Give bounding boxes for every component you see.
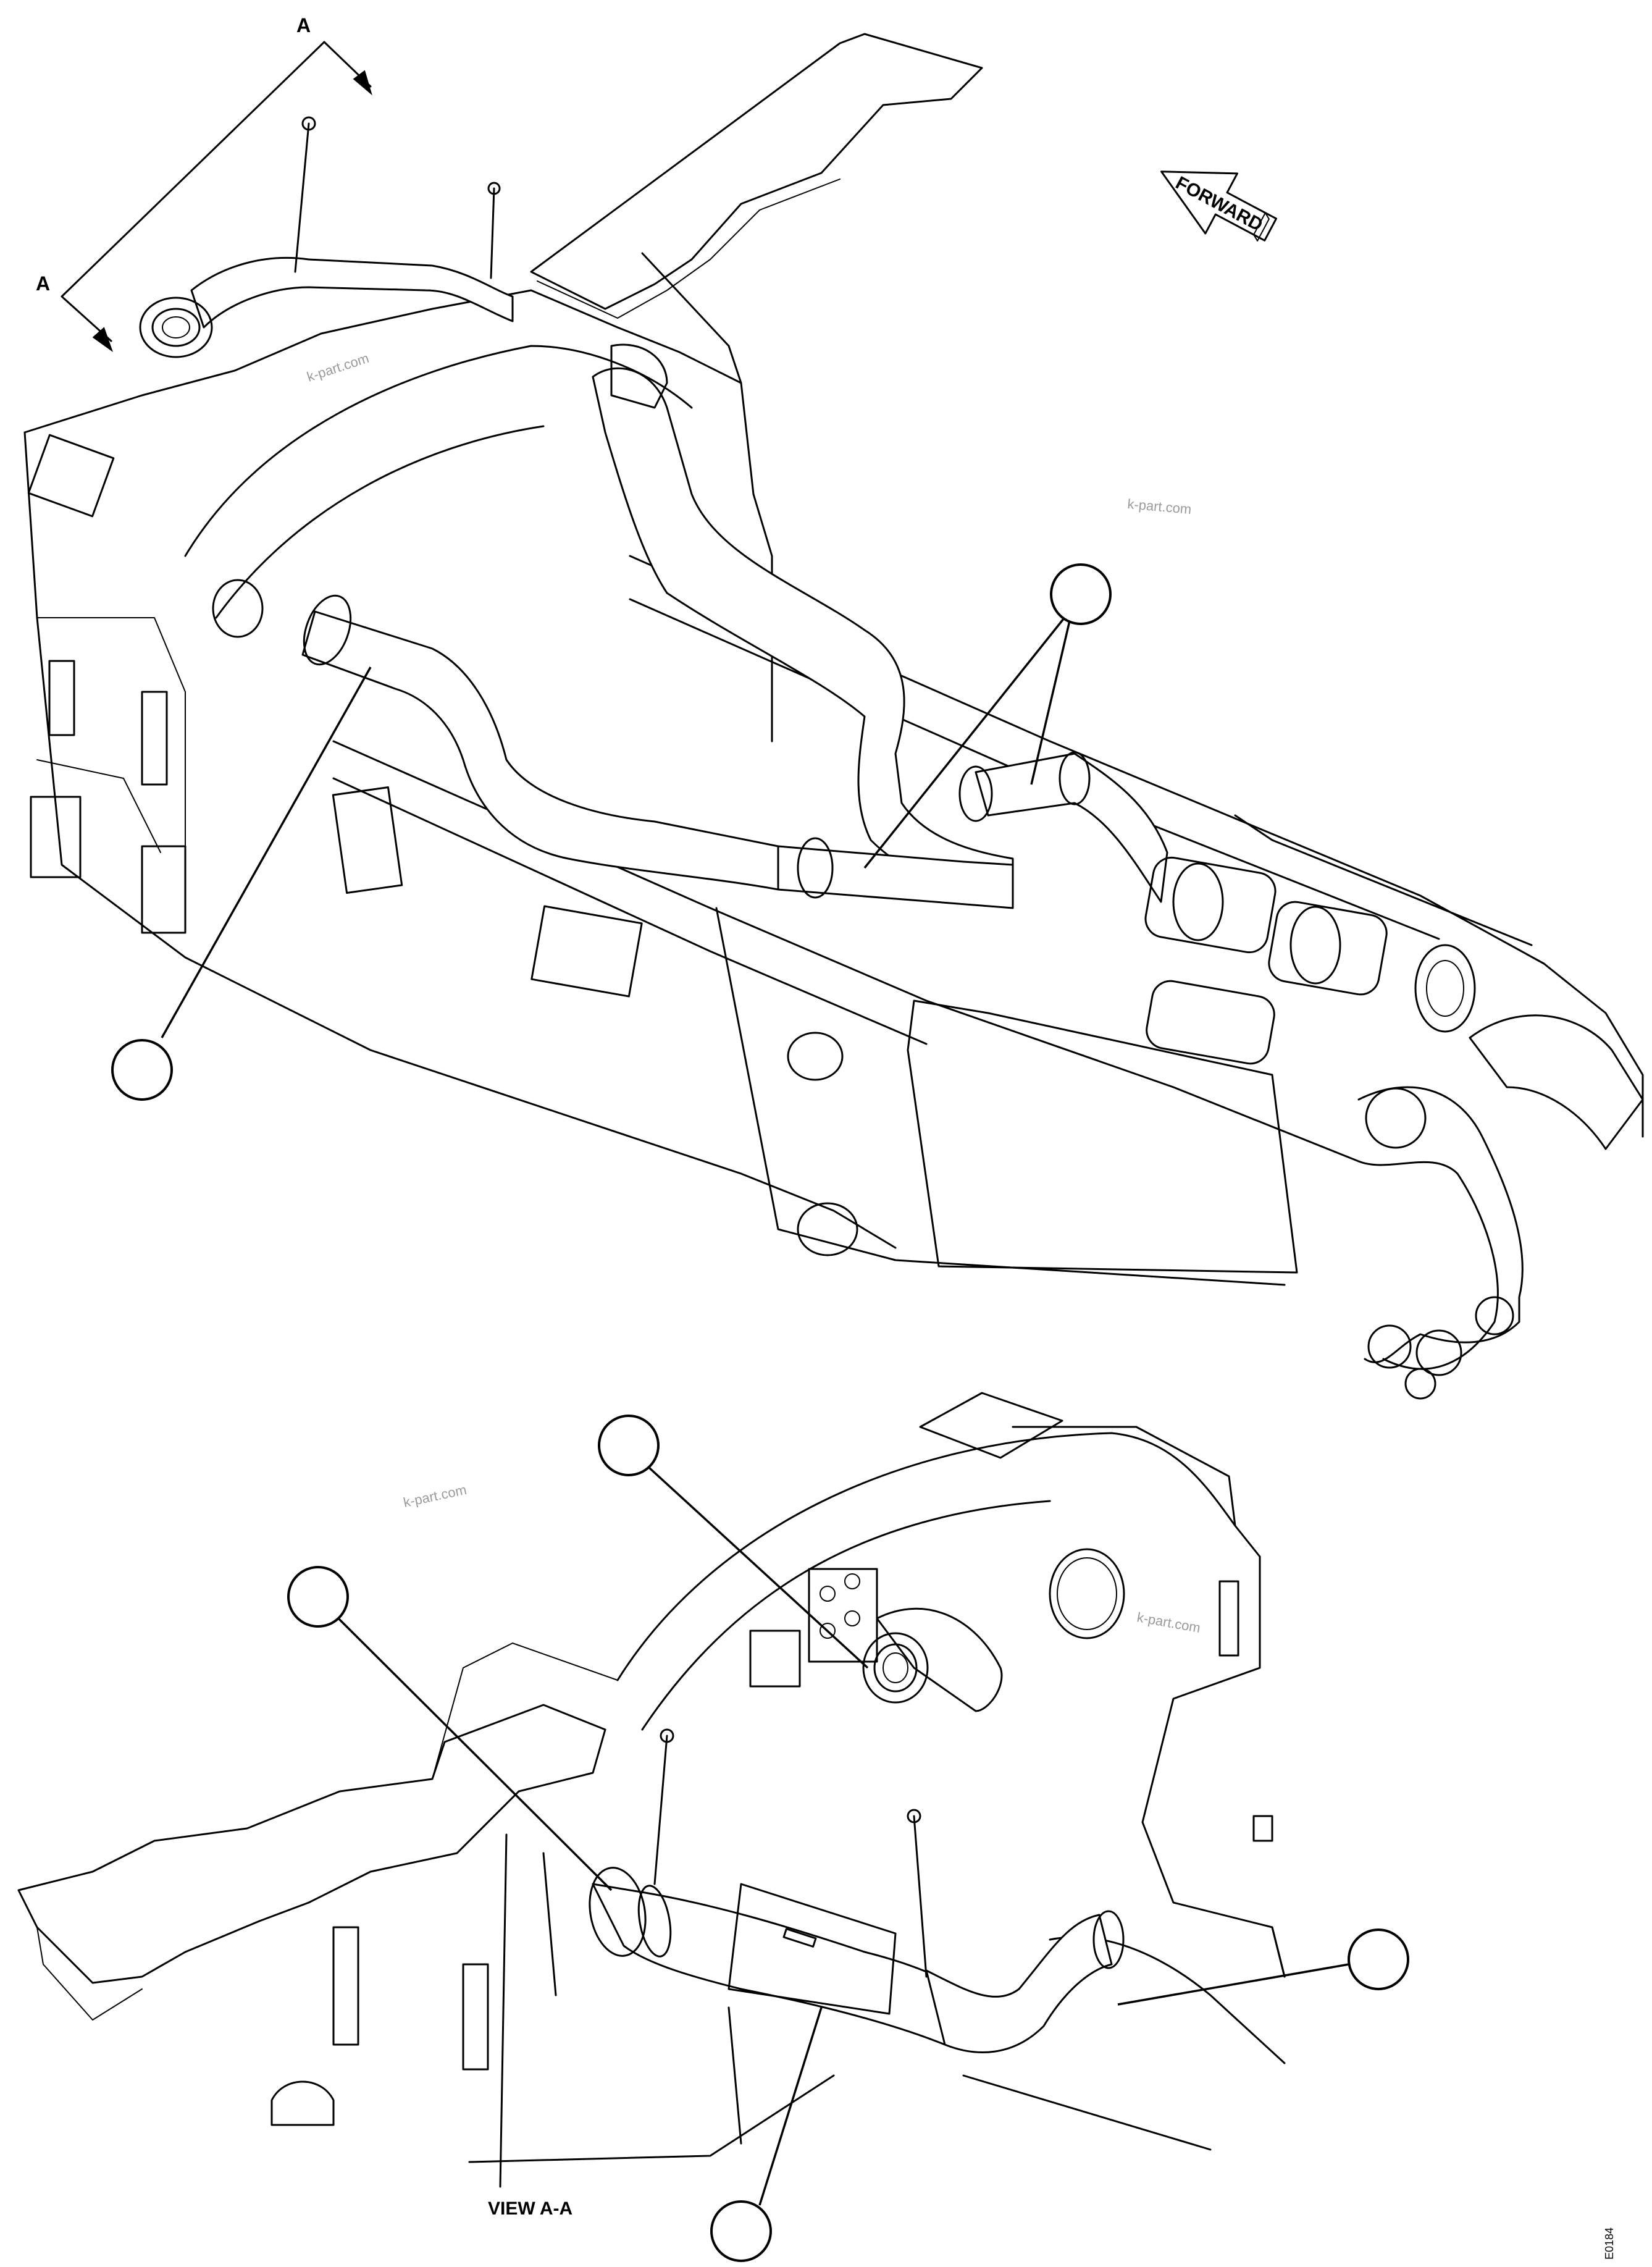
callout-top-left: [111, 667, 372, 1101]
cover-plate-view-aa: [17, 1704, 606, 1984]
arrow-head-icon: [353, 70, 372, 96]
pipe-end-flange: [139, 297, 213, 358]
forward-label: FORWARD: [1172, 172, 1266, 235]
watermark: k-part.com: [1136, 1609, 1202, 1636]
cover-plate: [530, 33, 983, 310]
aftertreatment-canisters: [1144, 856, 1476, 1065]
main-frame: [23, 252, 1644, 1370]
callout-top-right: [863, 563, 1112, 869]
arrow-head-icon: [92, 327, 113, 352]
callout-aa-bottom: [710, 2007, 823, 2262]
watermark: k-part.com: [402, 1482, 468, 1510]
frame-opening: [1049, 1548, 1125, 1639]
side-access-panel: [907, 999, 1298, 1274]
exhaust-pipe-top: [139, 257, 1168, 909]
forward-arrow: FORWARD: [1160, 170, 1278, 242]
view-a-a: VIEW A-A: [17, 1392, 1409, 2262]
callout-aa-right: [1117, 1928, 1409, 2006]
drawing-code: E0184: [1603, 2227, 1616, 2260]
pipe-flange: [862, 1632, 929, 1704]
top-isometric-view: A A FORWARD: [23, 14, 1644, 1400]
section-letter-a-lower: A: [36, 272, 50, 295]
cover-plate-small: [919, 1392, 1063, 1459]
exhaust-pipe-view-aa: [589, 1867, 1125, 2053]
section-letter-a: A: [296, 14, 311, 36]
callout-aa-top: [598, 1415, 869, 1669]
section-a-arrow: A A: [36, 14, 372, 352]
view-title: VIEW A-A: [488, 2198, 572, 2219]
callout-aa-left: [287, 1566, 613, 1891]
watermark: k-part.com: [1127, 496, 1193, 517]
watermark: k-part.com: [305, 350, 371, 385]
